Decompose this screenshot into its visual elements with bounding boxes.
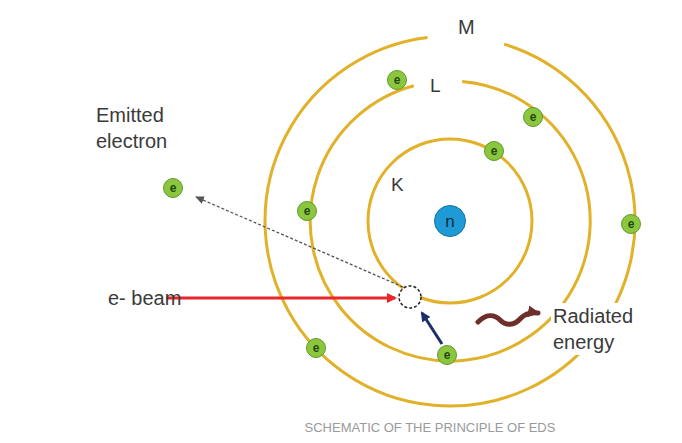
electron-symbol: e [444, 349, 451, 361]
electron-circle: e [621, 214, 641, 234]
emission-arrow [196, 197, 403, 287]
electron-circle: e [163, 178, 183, 198]
nucleus-circle: n [434, 205, 466, 237]
electron-symbol: e [491, 145, 498, 157]
electron-circle: e [306, 338, 326, 358]
shell-label: M [458, 14, 475, 40]
transition-arrow [422, 313, 442, 344]
vacancy-circle [399, 286, 421, 308]
electron-symbol: e [530, 111, 537, 123]
radiation-wave [478, 313, 538, 325]
l-shell [310, 82, 590, 361]
radiated-energy-label: Radiated energy [551, 303, 665, 355]
k-shell [368, 139, 532, 303]
electron-symbol: e [628, 218, 635, 230]
shell-label: K [391, 173, 404, 198]
emitted-electron-label: Emitted electron [96, 102, 196, 154]
electron-circle: e [484, 141, 504, 161]
caption: SCHEMATIC OF THE PRINCIPLE OF EDS [305, 420, 556, 437]
electron-circle: e [387, 70, 407, 90]
electron-symbol: e [304, 205, 311, 217]
electron-symbol: e [170, 182, 177, 194]
electron-circle: e [437, 345, 457, 365]
nucleus-symbol: n [445, 213, 454, 230]
beam-label: e- beam [108, 285, 181, 311]
electron-symbol: e [394, 74, 401, 86]
beam-arrow [166, 297, 395, 300]
electron-circle: e [523, 107, 543, 127]
electron-circle: e [297, 201, 317, 221]
shell-label: L [430, 74, 441, 99]
electron-symbol: e [313, 342, 320, 354]
